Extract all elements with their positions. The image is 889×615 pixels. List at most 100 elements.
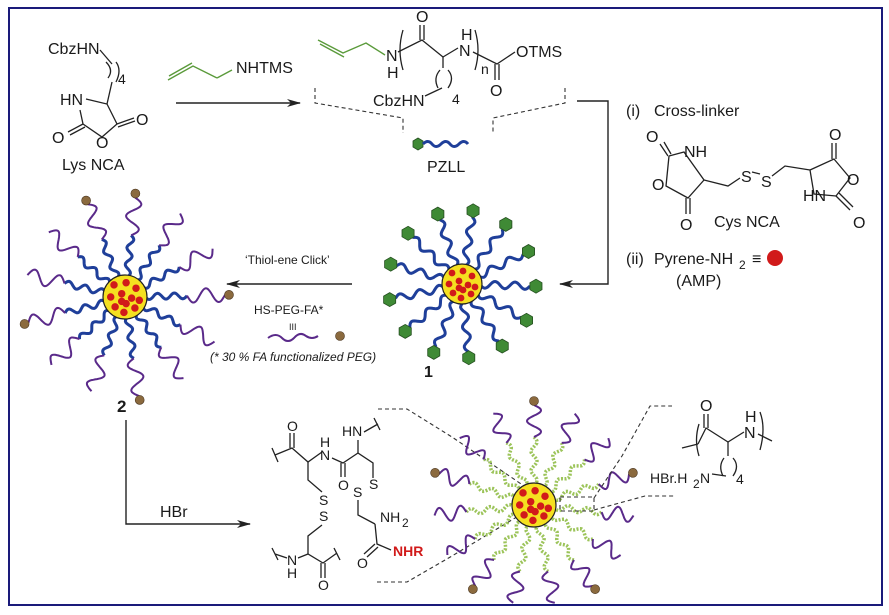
pzll-chain [477, 253, 525, 279]
peg-chain [86, 203, 108, 241]
pzll-chain [63, 279, 107, 295]
arrow-to-micelle-3 [125, 420, 251, 528]
bond [711, 473, 727, 477]
backbone [442, 47, 459, 58]
pyrene-dot-icon [117, 289, 126, 298]
cys-s1: S [741, 169, 752, 186]
dash-line [593, 495, 676, 511]
core-nh2-sub: 2 [402, 516, 409, 530]
core-o4: O [318, 577, 329, 593]
bracket-right [759, 411, 764, 451]
plys-n: N [744, 425, 756, 442]
backbone [331, 452, 359, 464]
compound-2-label: 2 [117, 397, 126, 416]
peg-chain [438, 467, 471, 487]
arrow-to-micelle-1 [559, 100, 609, 288]
pzll-h-right: H [461, 27, 473, 44]
pzll-o: O [416, 9, 428, 26]
allyl-amine-reagent: NHTMS [167, 60, 293, 81]
core-s1: S [319, 492, 328, 508]
backbone [397, 39, 444, 58]
hexagon-end-icon [529, 278, 543, 294]
lys-hn-label: HN [60, 92, 83, 109]
pzll-repeat-n: n [481, 61, 489, 77]
core-s4: S [353, 484, 362, 500]
bond [757, 433, 773, 442]
pzll-chain [462, 215, 477, 268]
pzll-chain [459, 300, 472, 353]
pyrene-dot-icon [132, 284, 140, 292]
allyl-bond [317, 39, 386, 58]
pyrene-dot-icon [111, 303, 119, 311]
pzll-chain [472, 228, 505, 271]
peg-chain [584, 437, 611, 463]
pyrene-dot-icon [135, 296, 144, 305]
core-nhr: NHR [393, 543, 423, 559]
peg-reagent: HS-PEG-FA* [254, 303, 324, 317]
equivalent-symbol: ≡ [752, 251, 761, 268]
plys-side-chain: HBr.H [650, 470, 687, 486]
plys-chain [548, 459, 587, 494]
pzll-chain [123, 315, 137, 360]
side-chain [357, 440, 374, 478]
allyl-bond [216, 69, 233, 79]
carbonyl-bond [831, 143, 837, 159]
folate-end-icon [529, 396, 539, 406]
plys-o: O [700, 398, 712, 415]
dash-line [378, 408, 531, 491]
nca-ring [79, 98, 118, 138]
pzll-chain [135, 244, 162, 282]
backbone [697, 427, 745, 445]
wavy-end [271, 547, 288, 561]
amp-abbrev: (AMP) [676, 273, 721, 290]
pyrene-dot-icon [536, 502, 545, 510]
pzll-chain [143, 291, 189, 302]
pyrene-dot-icon [468, 272, 476, 280]
cys-ring-o-left: O [652, 177, 664, 194]
chain-paren [105, 61, 120, 83]
lys-chain-count: 4 [118, 71, 126, 87]
hexagon-end-icon [522, 244, 535, 259]
pzll-structure: N H O H N n O OTMS 4 CbzHN PZLL [314, 9, 566, 176]
backbone [374, 523, 392, 551]
pzll-chain [432, 299, 456, 348]
pyrene-dot-icon [464, 281, 472, 289]
peg-chain [48, 229, 80, 258]
cys-nh: NH [684, 144, 707, 161]
lys-cbzhn-label: CbzHN [48, 41, 100, 58]
dash-line [492, 88, 566, 133]
hexagon-end-icon [427, 344, 441, 360]
pzll-chain [439, 218, 460, 268]
pzll-chain [395, 262, 447, 281]
folate-end-icon [590, 584, 600, 594]
lys-o-right: O [136, 112, 148, 129]
plys-h: H [745, 409, 757, 426]
step-ii: (ii) [626, 251, 644, 268]
dash-line [593, 405, 672, 499]
core-hn-top: HN [342, 423, 362, 439]
plys-chain [541, 442, 565, 489]
folate-end-icon [468, 584, 478, 594]
plys-chain [516, 523, 532, 573]
nca-ring [809, 158, 851, 197]
pyrene-amine-reagent: (ii) Pyrene-NH 2 ≡ (AMP) [626, 250, 783, 290]
step-i: (i) [626, 103, 640, 120]
carbonyl-bond [289, 433, 295, 448]
peg-chain [85, 354, 106, 392]
backbone [297, 552, 338, 564]
peg-chain [591, 538, 622, 560]
core-o1: O [287, 418, 298, 434]
folate-end-icon [430, 468, 440, 478]
peg-chain [157, 346, 184, 380]
plys-chain [468, 480, 517, 500]
pyrene-dot-icon [448, 269, 456, 277]
peg-chain [600, 505, 635, 523]
carbonyl-bond [116, 117, 136, 128]
hexagon-end-icon [401, 225, 415, 241]
carbonyl-bond [685, 198, 691, 214]
peg-chain [492, 412, 512, 444]
folate-end-icon [81, 195, 91, 206]
peg-chain [178, 248, 214, 272]
plys-chain [543, 520, 575, 562]
hexagon-end-icon [384, 256, 398, 272]
